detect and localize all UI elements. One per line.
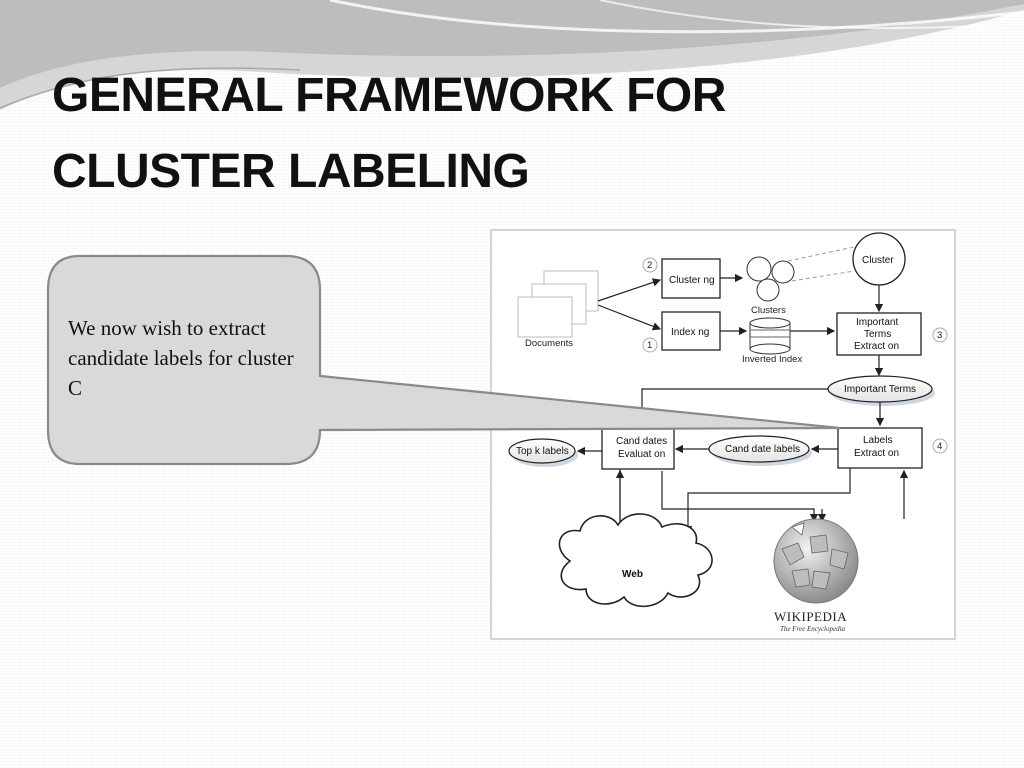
wikipedia-tagline: The Free Encyclopedia bbox=[780, 625, 846, 633]
step-2-number: 2 bbox=[647, 260, 652, 271]
top-k-labels-label: Top k labels bbox=[516, 446, 569, 457]
slide-title-line-2: CLUSTER LABELING bbox=[52, 144, 530, 198]
documents-label: Documents bbox=[525, 338, 573, 349]
callout-text: We now wish to extract candidate labels … bbox=[68, 316, 294, 400]
clusters-label: Clusters bbox=[751, 305, 786, 316]
clusters-icon bbox=[746, 256, 795, 302]
header-swoosh-decoration bbox=[0, 0, 1024, 110]
step-3-number: 3 bbox=[937, 330, 942, 341]
labels-extraction-box bbox=[837, 427, 923, 469]
labels-extraction-line-2: Extract on bbox=[854, 448, 899, 459]
step-3-badge bbox=[932, 327, 948, 343]
framework-diagram-svg: Documents 2 1 3 4 Cluster ng Index ng Cl… bbox=[508, 232, 948, 633]
slide-title-line-1: GENERAL FRAMEWORK FOR bbox=[52, 69, 726, 122]
slide-title: GENERAL FRAMEWORK FOR CLUSTER LABELING bbox=[52, 58, 952, 210]
important-terms-extraction-line-2: Terms bbox=[864, 329, 891, 340]
web-cloud-icon bbox=[558, 513, 713, 608]
clustering-label: Cluster ng bbox=[669, 275, 715, 286]
indexing-label: Index ng bbox=[671, 327, 709, 338]
candidates-evaluation-line-1: Cand dates bbox=[616, 436, 667, 447]
candidates-evaluation-line-2: Evaluat on bbox=[618, 449, 665, 460]
inverted-index-icon bbox=[749, 317, 791, 355]
web-label: Web bbox=[622, 569, 643, 580]
wikipedia-globe-icon bbox=[773, 518, 859, 604]
candidate-labels-label: Cand date labels bbox=[725, 444, 800, 455]
cluster-label: Cluster bbox=[862, 255, 894, 266]
important-terms-extraction-box bbox=[836, 312, 922, 356]
important-terms-label: Important Terms bbox=[844, 384, 916, 395]
step-4-badge bbox=[932, 438, 948, 454]
labels-extraction-line-1: Labels bbox=[863, 435, 892, 446]
step-4-number: 4 bbox=[937, 441, 942, 452]
cluster-labeling-framework-diagram: Documents 2 1 3 4 Cluster ng Index ng Cl… bbox=[490, 229, 956, 640]
important-terms-extraction-line-3: Extract on bbox=[854, 341, 899, 352]
important-terms-extraction-line-1: Important bbox=[856, 317, 898, 328]
step-1-number: 1 bbox=[647, 340, 652, 351]
inverted-index-label: Inverted Index bbox=[742, 354, 802, 365]
documents-icon bbox=[517, 270, 599, 338]
wikipedia-wordmark: WIKIPEDIA bbox=[774, 609, 847, 624]
